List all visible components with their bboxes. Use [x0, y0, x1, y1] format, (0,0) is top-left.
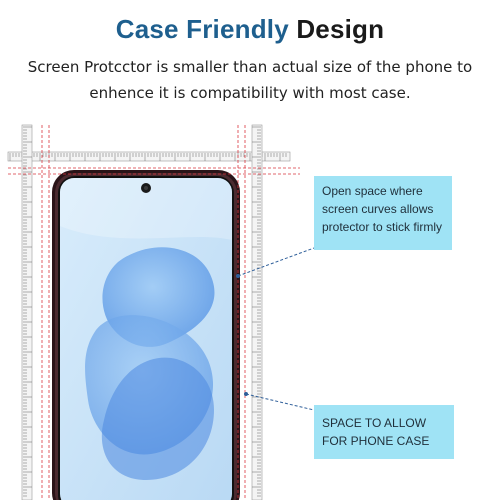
callout-case-space: SPACE TO ALLOW FOR PHONE CASE — [314, 405, 454, 459]
title-accent: Case Friendly — [115, 14, 289, 44]
callout-leaders — [237, 247, 315, 411]
subtitle-line-2: enhence it is compatibility with most ca… — [89, 84, 411, 102]
subtitle-line-1: Screen Protcctor is smaller than actual … — [27, 58, 473, 76]
phone-body — [52, 170, 240, 500]
callout-curve-space: Open space where screen curves allows pr… — [314, 176, 452, 250]
size-guides — [8, 125, 300, 500]
title-rest: Design — [296, 14, 385, 44]
ruler-vertical-right — [251, 124, 263, 500]
ruler-horizontal — [7, 151, 291, 162]
ruler-vertical-left — [21, 124, 33, 500]
page-title: Case Friendly Design — [0, 14, 500, 45]
